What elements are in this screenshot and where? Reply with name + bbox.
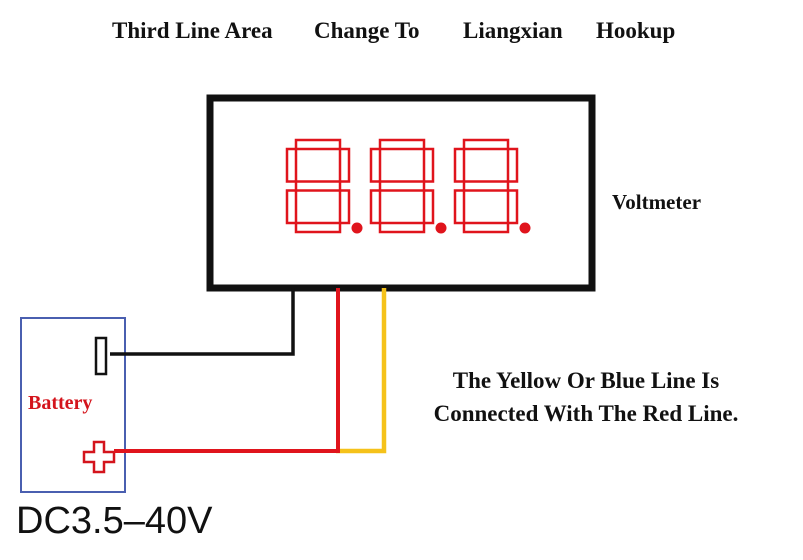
digit-segment xyxy=(422,147,435,183)
digit-segment xyxy=(506,189,519,225)
decimal-point xyxy=(351,222,363,234)
yellow-wire xyxy=(336,288,387,454)
digit-segment xyxy=(285,147,298,183)
battery-label: Battery xyxy=(28,392,93,414)
display-digit-3 xyxy=(453,138,531,234)
title-part-4: Hookup xyxy=(596,18,676,43)
digit-segment xyxy=(294,138,342,151)
digit-segment xyxy=(462,221,510,234)
decimal-point xyxy=(519,222,531,234)
red-wire xyxy=(114,288,340,453)
digit-segment xyxy=(294,180,342,192)
digit-segment xyxy=(506,147,519,183)
decimal-point xyxy=(435,222,447,234)
digit-segment xyxy=(453,147,466,183)
title-part-3: Liangxian xyxy=(463,18,563,43)
digit-segment xyxy=(422,189,435,225)
display-digit-1 xyxy=(285,138,363,234)
connection-note: The Yellow Or Blue Line Is Connected Wit… xyxy=(396,364,776,430)
display-digit-2 xyxy=(369,138,447,234)
connection-note-line-1: The Yellow Or Blue Line Is xyxy=(452,368,720,393)
voltmeter-label: Voltmeter xyxy=(612,190,702,214)
digit-segment xyxy=(369,189,382,225)
title-part-2: Change To xyxy=(314,18,420,43)
diagram-title: Third Line Area Change To Liangxian Hook… xyxy=(0,18,803,52)
voltmeter-housing xyxy=(206,94,596,292)
negative-terminal-icon xyxy=(94,336,108,376)
digit-segment xyxy=(378,180,426,192)
digit-segment xyxy=(338,147,351,183)
digit-segment xyxy=(462,180,510,192)
digit-segment xyxy=(338,189,351,225)
digit-segment xyxy=(294,221,342,234)
title-part-1: Third Line Area xyxy=(112,18,273,43)
connection-note-line-2: Connected With The Red Line. xyxy=(433,401,739,426)
digit-segment xyxy=(462,138,510,151)
digit-segment xyxy=(378,221,426,234)
battery-box xyxy=(20,317,126,493)
voltage-range-label: DC3.5–40V xyxy=(16,500,213,542)
black-wire xyxy=(110,288,295,356)
digit-segment xyxy=(378,138,426,151)
digit-segment xyxy=(285,189,298,225)
digit-segment xyxy=(453,189,466,225)
voltmeter-display xyxy=(285,138,531,234)
digit-segment xyxy=(369,147,382,183)
positive-terminal-icon xyxy=(82,440,116,474)
